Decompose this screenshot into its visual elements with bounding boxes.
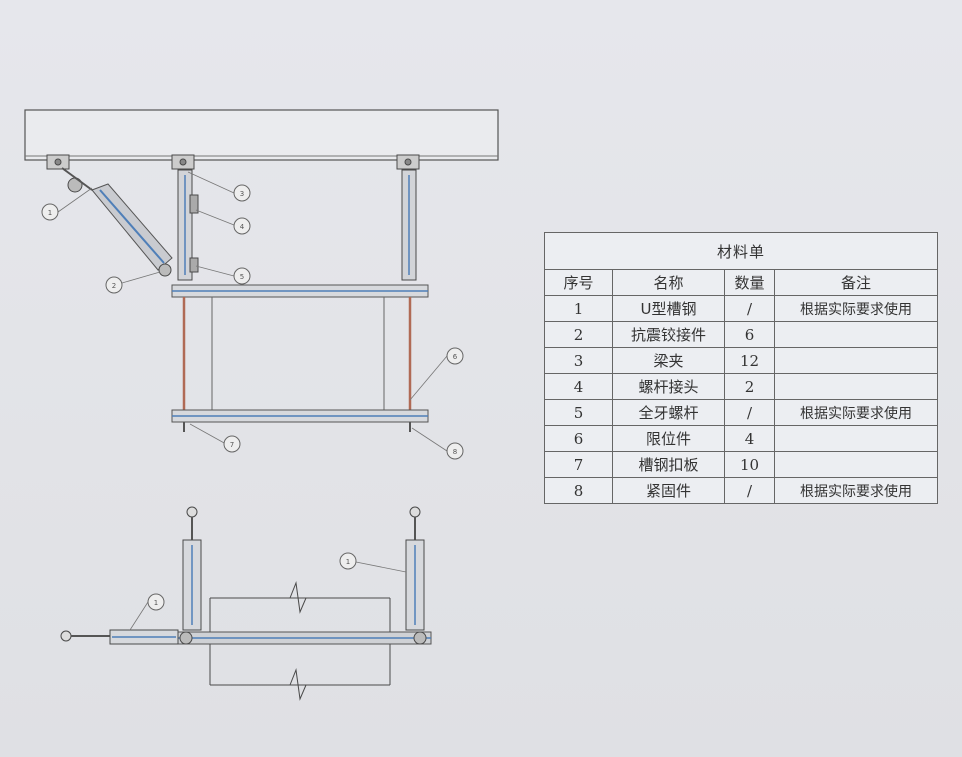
callout-bubble: 5 [233,267,251,285]
cell-no: 5 [544,399,613,426]
cell-remark [773,425,939,452]
svg-text:7: 7 [230,441,234,449]
cell-no: 2 [544,321,613,348]
cell-remark: 根据实际要求使用 [773,399,939,426]
table-row: 8 紧固件 / 根据实际要求使用 [544,477,939,504]
cell-name: 紧固件 [612,477,725,504]
table-row: 3 梁夹 12 [544,347,939,374]
cell-qty: / [724,295,775,322]
bill-of-materials-table: 材料单 序号 名称 数量 备注 1 U型槽钢 / 根据实际要求使用 2 抗震铰接… [543,232,939,504]
cell-qty: 12 [724,347,775,374]
callout-bubble: 1 [147,593,165,611]
cell-qty: 4 [724,425,775,452]
cell-name: 槽钢扣板 [612,451,725,478]
plan-view-callouts: 1 1 [147,552,357,611]
cell-qty: 2 [724,373,775,400]
callout-bubble: 7 [223,435,241,453]
svg-text:4: 4 [240,223,245,231]
cell-qty: 10 [724,451,775,478]
table-row: 5 全牙螺杆 / 根据实际要求使用 [544,399,939,426]
cell-name: 梁夹 [612,347,725,374]
cell-no: 8 [544,477,613,504]
callout-bubble: 6 [446,347,464,365]
cell-remark: 根据实际要求使用 [773,477,939,504]
header-remark: 备注 [773,269,939,296]
cell-remark [773,321,939,348]
cell-no: 6 [544,425,613,452]
callout-bubble: 1 [41,203,59,221]
cell-no: 1 [544,295,613,322]
cell-name: 限位件 [612,425,725,452]
cell-qty: / [724,477,775,504]
cell-qty: 6 [724,321,775,348]
leader-lines [57,171,448,452]
beam-clamp [46,154,420,170]
cell-no: 3 [544,347,613,374]
svg-text:3: 3 [240,190,244,198]
cell-no: 7 [544,451,613,478]
cell-remark [773,451,939,478]
svg-text:1: 1 [154,599,158,607]
table-row: 4 螺杆接头 2 [544,373,939,400]
cell-remark [773,347,939,374]
svg-text:8: 8 [453,448,457,456]
plan-view [60,506,432,701]
table-header-row: 序号 名称 数量 备注 [544,269,939,296]
cell-no: 4 [544,373,613,400]
cell-qty: / [724,399,775,426]
header-qty: 数量 [724,269,775,296]
cell-name: 螺杆接头 [612,373,725,400]
cell-remark: 根据实际要求使用 [773,295,939,322]
callout-bubble: 1 [339,552,357,570]
diagonal-brace [61,167,173,277]
right-vertical-hanger [401,169,417,281]
callout-bubble: 8 [446,442,464,460]
table-row: 1 U型槽钢 / 根据实际要求使用 [544,295,939,322]
callout-bubble: 3 [233,184,251,202]
cell-name: U型槽钢 [612,295,725,322]
svg-text:6: 6 [453,353,458,361]
svg-text:5: 5 [240,273,244,281]
table-title: 材料单 [543,232,939,270]
left-vertical-hanger [177,169,199,281]
table-row: 6 限位件 4 [544,425,939,452]
threaded-rod [182,297,412,412]
table-row: 7 槽钢扣板 10 [544,451,939,478]
header-name: 名称 [612,269,725,296]
cell-name: 全牙螺杆 [612,399,725,426]
callout-bubble: 4 [233,217,251,235]
cell-name: 抗震铰接件 [612,321,725,348]
structural-beam [24,109,499,161]
cell-remark [773,373,939,400]
svg-text:2: 2 [112,282,116,290]
svg-text:1: 1 [48,209,52,217]
table-row: 2 抗震铰接件 6 [544,321,939,348]
front-elevation-view [24,109,499,452]
callout-bubble: 2 [105,276,123,294]
svg-text:1: 1 [346,558,350,566]
front-view-callouts: 1 2 3 4 5 6 7 8 [41,184,464,460]
header-no: 序号 [544,269,613,296]
